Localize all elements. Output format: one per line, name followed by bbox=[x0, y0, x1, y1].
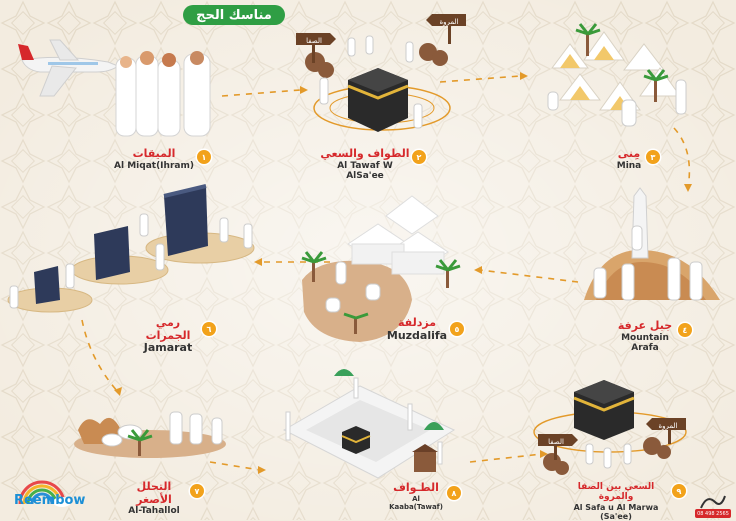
sign-safa-2: الصفا bbox=[548, 438, 564, 446]
step-ar-9: السعي بين الصفا والمروة bbox=[577, 482, 655, 503]
step-en-6: Jamarat bbox=[143, 341, 193, 355]
step-ar-7: التحلل الأصغر bbox=[136, 480, 172, 506]
page-title: مناسك الحج bbox=[183, 5, 285, 25]
tahallol-illustration bbox=[74, 411, 226, 458]
step-en-9: Al Safa u Al Marwa (Sa'ee) bbox=[573, 502, 659, 521]
palm-tree-icon bbox=[575, 23, 669, 102]
step-en-4: Mountain Arafa bbox=[621, 332, 669, 353]
brand-logo-text: Reembow bbox=[14, 493, 86, 508]
step-ar-2: الطواف والسعي bbox=[320, 147, 410, 160]
step-ar-8: الطـواف bbox=[393, 481, 439, 494]
step-label-2: الطواف والسعي Al Tawaf W AlSa'ee bbox=[318, 147, 412, 181]
step-number-6: ٦ bbox=[202, 322, 216, 336]
haram-illustration bbox=[282, 369, 456, 479]
pilgrims-small-icon bbox=[319, 35, 423, 129]
route-arrows bbox=[114, 72, 692, 474]
step-en-3: Mina bbox=[616, 160, 642, 171]
gazebo-icon bbox=[412, 444, 438, 472]
pillar-column-icon bbox=[34, 184, 208, 304]
step-ar-5: مزدلفة bbox=[397, 316, 437, 329]
muzdalifa-illustration bbox=[301, 195, 461, 342]
step-label-1: الميقات Al Miqat(Ihram) bbox=[112, 147, 196, 171]
step-en-8: Al Kaaba(Tawaf) bbox=[389, 494, 443, 511]
step-en-1: Al Miqat(Ihram) bbox=[114, 160, 194, 171]
step-number-3: ٣ bbox=[646, 150, 660, 164]
route-path bbox=[81, 75, 691, 471]
miqat-illustration bbox=[18, 39, 211, 137]
dome-icon bbox=[334, 369, 444, 430]
jamarat-illustration bbox=[7, 184, 255, 313]
kaaba-icon-2 bbox=[341, 426, 371, 454]
step-ar-4: جبل عرفة bbox=[617, 319, 673, 332]
arafat-illustration bbox=[584, 187, 720, 301]
rocks-icon-2 bbox=[543, 437, 671, 475]
step-ar-3: مِنى bbox=[617, 147, 641, 160]
step-label-9: السعي بين الصفا والمروة Al Safa u Al Mar… bbox=[560, 482, 672, 521]
step-en-2: Al Tawaf W AlSa'ee bbox=[337, 160, 393, 181]
step-label-7: التحلل الأصغر Al-Tahallol bbox=[118, 480, 190, 517]
step-number-7: ٧ bbox=[190, 484, 204, 498]
step-label-3: مِنى Mina bbox=[612, 147, 646, 171]
step-number-2: ٢ bbox=[412, 150, 426, 164]
step-ar-6: رمي الجمرات bbox=[145, 316, 191, 342]
step-label-6: رمي الجمرات Jamarat bbox=[134, 316, 202, 355]
sign-posts bbox=[296, 14, 686, 460]
tawaf-illustration bbox=[305, 35, 451, 132]
step-label-8: الطـواف Al Kaaba(Tawaf) bbox=[386, 481, 446, 511]
safa-marwa-illustration bbox=[533, 380, 687, 475]
phone-number: 08 498 2565 bbox=[695, 509, 731, 518]
kaaba-icon-3 bbox=[573, 380, 635, 440]
palm-tree-icon-2 bbox=[301, 251, 461, 334]
step-number-5: ٥ bbox=[450, 322, 464, 336]
step-label-4: جبل عرفة Mountain Arafa bbox=[612, 319, 678, 353]
step-en-7: Al-Tahallol bbox=[128, 506, 180, 517]
step-en-5: Muzdalifa bbox=[386, 328, 448, 342]
step-label-5: مزدلفة Muzdalifa bbox=[384, 316, 450, 342]
pilgrims-group-icon bbox=[115, 51, 211, 137]
step-number-8: ٨ bbox=[447, 486, 461, 500]
step-number-9: ٩ bbox=[672, 484, 686, 498]
kaaba-icon bbox=[347, 68, 409, 132]
rainbow-logo bbox=[18, 480, 71, 507]
sign-safa-1: الصفا bbox=[306, 37, 322, 45]
sign-marwa-1: المروة bbox=[439, 18, 458, 26]
airplane-icon bbox=[18, 39, 120, 97]
step-ar-1: الميقات bbox=[132, 147, 176, 160]
mina-illustration bbox=[547, 23, 687, 127]
step-number-1: ١ bbox=[197, 150, 211, 164]
step-number-4: ٤ bbox=[678, 323, 692, 337]
sign-marwa-2: المروة bbox=[658, 422, 677, 430]
